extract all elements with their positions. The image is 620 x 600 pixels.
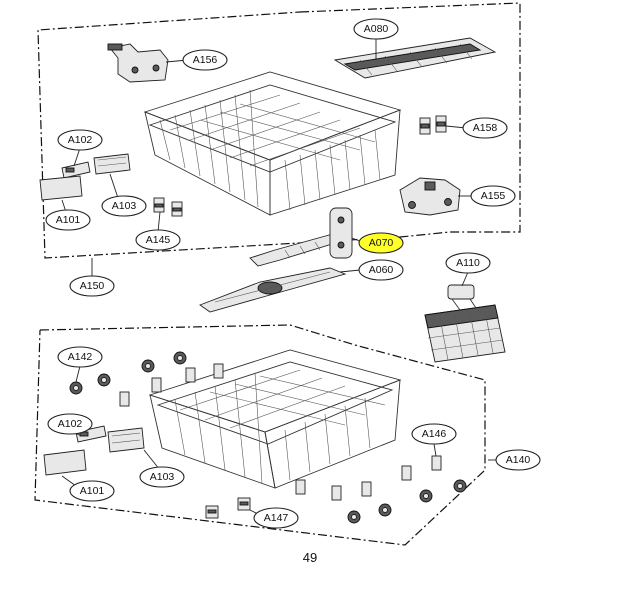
callout-A140: A140 <box>495 449 541 471</box>
callout-A155: A155 <box>470 185 516 207</box>
callout-A158: A158 <box>462 117 508 139</box>
upper-rack-basket <box>143 71 402 216</box>
callout-A070: A070 <box>358 232 404 254</box>
callout-A147: A147 <box>253 507 299 529</box>
callout-A101-top: A101 <box>45 209 91 231</box>
callout-label: A156 <box>193 54 218 66</box>
lower-rack-basket <box>148 349 402 489</box>
callout-label: A080 <box>364 23 389 35</box>
rack-clip-part <box>419 115 447 135</box>
upper-handle-parts <box>39 153 131 201</box>
callout-label: A155 <box>481 190 506 202</box>
callout-label: A140 <box>506 454 531 466</box>
callout-A103-top: A103 <box>101 195 147 217</box>
lower-stopper-parts <box>205 497 251 519</box>
callout-A080: A080 <box>353 18 399 40</box>
callout-A110: A110 <box>445 252 491 274</box>
cutlery-basket-part <box>424 284 506 363</box>
callout-A145: A145 <box>135 229 181 251</box>
rack-adjuster-part <box>399 177 461 216</box>
tine-rack-part <box>333 37 497 79</box>
lower-handle-parts <box>43 425 145 476</box>
callout-label: A103 <box>112 200 137 212</box>
lower-assembly-frame <box>34 324 486 546</box>
upper-stopper-parts <box>153 197 183 217</box>
callout-A150: A150 <box>69 275 115 297</box>
callout-A102-top: A102 <box>57 129 103 151</box>
adjuster-bracket-part <box>107 43 169 83</box>
callout-A103-bottom: A103 <box>139 466 185 488</box>
page-number: 49 <box>302 550 318 565</box>
callout-label: A102 <box>68 134 93 146</box>
rack-wheel-parts <box>69 351 467 524</box>
spray-arm-part <box>199 267 347 313</box>
callout-label: A150 <box>80 280 105 292</box>
callout-A142: A142 <box>57 346 103 368</box>
callout-label: A103 <box>150 471 175 483</box>
upper-assembly-frame <box>37 2 521 259</box>
callout-label: A158 <box>473 122 498 134</box>
callout-label: A060 <box>369 264 394 276</box>
callout-label: A145 <box>146 234 171 246</box>
callout-A146: A146 <box>411 423 457 445</box>
callout-A156: A156 <box>182 49 228 71</box>
callout-A060: A060 <box>358 259 404 281</box>
callout-label: A101 <box>80 485 105 497</box>
lower-clip-parts <box>119 363 442 501</box>
callout-label: A147 <box>264 512 289 524</box>
callout-label: A142 <box>68 351 93 363</box>
callout-label: A102 <box>58 418 83 430</box>
callout-label: A101 <box>56 214 81 226</box>
upper-spray-pipe-part <box>249 207 353 267</box>
callout-A101-bottom: A101 <box>69 480 115 502</box>
callout-A102-bottom: A102 <box>47 413 93 435</box>
callout-label: A070 <box>369 237 394 249</box>
callout-label: A110 <box>456 257 480 269</box>
callout-label: A146 <box>422 428 447 440</box>
